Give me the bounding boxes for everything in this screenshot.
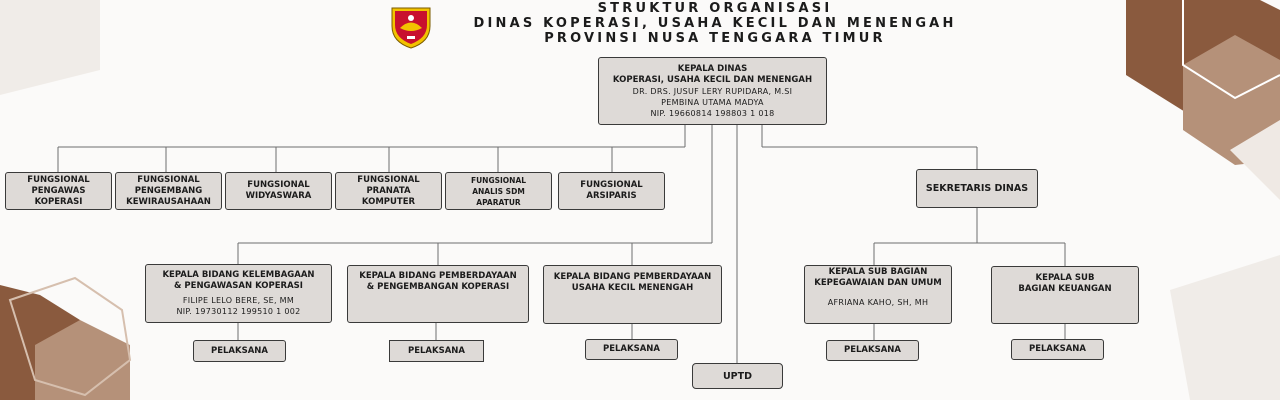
sekretaris-dinas-box: SEKRETARIS DINAS xyxy=(916,169,1038,208)
bidang-kelembagaan-box: KEPALA BIDANG KELEMBAGAAN & PENGAWASAN K… xyxy=(145,264,332,323)
fungsional-role: PENGEMBANG xyxy=(134,185,203,196)
pelaksana-label: PELAKSANA xyxy=(1028,344,1086,354)
bidang-title-line2: USAHA KECIL MENENGAH xyxy=(571,283,694,293)
fungsional-pranata-komputer-box: FUNGSIONAL PRANATA KOMPUTER xyxy=(335,172,442,210)
bidang-head-name: FILIPE LELO BERE, SE, MM xyxy=(182,296,295,305)
bidang-title-line2: & PENGAWASAN KOPERASI xyxy=(174,281,303,291)
province-crest-logo xyxy=(391,7,431,49)
bidang-title: KEPALA BIDANG PEMBERDAYAAN xyxy=(359,271,517,281)
bidang-title-line2: & PENGEMBANGAN KOPERASI xyxy=(366,282,510,292)
bidang-pemberdayaan-koperasi-box: KEPALA BIDANG PEMBERDAYAAN & PENGEMBANGA… xyxy=(347,265,529,323)
kepala-dinas-nip: NIP. 19660814 198803 1 018 xyxy=(650,108,775,118)
fungsional-role: WIDYASWARA xyxy=(245,191,312,201)
subbag-title: KEPALA SUB BAGIAN xyxy=(828,267,928,277)
subbag-kepegawaian-umum-box: KEPALA SUB BAGIAN KEPEGAWAIAN DAN UMUM A… xyxy=(804,265,952,324)
bidang-title: KEPALA BIDANG PEMBERDAYAAN xyxy=(553,272,712,282)
pelaksana-box: PELAKSANA xyxy=(193,340,286,362)
fungsional-role-line2: KEWIRAUSAHAAN xyxy=(126,196,211,207)
fungsional-label: FUNGSIONAL xyxy=(247,180,310,190)
fungsional-pengawas-koperasi-box: FUNGSIONAL PENGAWAS KOPERASI xyxy=(5,172,112,210)
pelaksana-label: PELAKSANA xyxy=(210,345,268,356)
fungsional-role: ARSIPARIS xyxy=(586,191,637,201)
fungsional-role: PRANATA KOMPUTER xyxy=(361,185,416,207)
fungsional-label: FUNGSIONAL xyxy=(27,174,90,185)
title-line-3: PROVINSI NUSA TENGGARA TIMUR xyxy=(544,31,886,46)
fungsional-label: FUNGSIONAL xyxy=(470,175,527,185)
kepala-dinas-title: KEPALA DINAS xyxy=(677,63,748,74)
kepala-dinas-rank: PEMBINA UTAMA MADYA xyxy=(661,97,764,107)
kepala-dinas-department: KOPERASI, USAHA KECIL DAN MENENGAH xyxy=(612,74,813,85)
fungsional-label: FUNGSIONAL xyxy=(357,174,420,185)
pelaksana-label: PELAKSANA xyxy=(602,344,660,354)
sekretaris-dinas-label: SEKRETARIS DINAS xyxy=(925,183,1029,194)
subbag-title-line2: KEPEGAWAIAN DAN UMUM xyxy=(814,278,942,288)
fungsional-widyaswara-box: FUNGSIONAL WIDYASWARA xyxy=(225,172,332,210)
fungsional-analis-sdm-aparatur-box: FUNGSIONAL ANALIS SDM APARATUR xyxy=(445,172,552,210)
subbag-title-line2: BAGIAN KEUANGAN xyxy=(1018,284,1112,294)
bidang-head-nip: NIP. 19730112 199510 1 002 xyxy=(176,307,301,316)
kepala-dinas-box: KEPALA DINAS KOPERASI, USAHA KECIL DAN M… xyxy=(598,57,827,125)
kepala-dinas-name: DR. DRS. JUSUF LERY RUPIDARA, M.SI xyxy=(632,86,793,96)
pelaksana-label: PELAKSANA xyxy=(407,345,465,356)
pelaksana-label: PELAKSANA xyxy=(843,345,901,355)
bidang-pemberdayaan-ukm-box: KEPALA BIDANG PEMBERDAYAAN USAHA KECIL M… xyxy=(543,265,722,324)
title-line-1: STRUKTUR ORGANISASI xyxy=(597,1,833,16)
fungsional-label: FUNGSIONAL xyxy=(137,174,200,185)
pelaksana-box: PELAKSANA xyxy=(1011,339,1104,360)
fungsional-role: ANALIS SDM APARATUR xyxy=(472,186,525,207)
subbag-title: KEPALA SUB xyxy=(1035,273,1095,283)
title-line-2: DINAS KOPERASI, USAHA KECIL DAN MENENGAH xyxy=(473,16,957,31)
pelaksana-box: PELAKSANA xyxy=(826,340,919,361)
fungsional-label: FUNGSIONAL xyxy=(580,180,643,190)
uptd-label: UPTD xyxy=(722,370,753,382)
fungsional-pengembang-kewirausahaan-box: FUNGSIONAL PENGEMBANG KEWIRAUSAHAAN xyxy=(115,172,222,210)
fungsional-arsiparis-box: FUNGSIONAL ARSIPARIS xyxy=(558,172,665,210)
pelaksana-box: PELAKSANA xyxy=(585,339,678,360)
pelaksana-box: PELAKSANA xyxy=(389,340,484,362)
bidang-title: KEPALA BIDANG KELEMBAGAAN xyxy=(162,270,315,280)
fungsional-role: PENGAWAS KOPERASI xyxy=(31,185,86,207)
subbag-head-name: AFRIANA KAHO, SH, MH xyxy=(827,298,929,307)
uptd-box: UPTD xyxy=(692,363,783,389)
subbag-keuangan-box: KEPALA SUB BAGIAN KEUANGAN xyxy=(991,266,1139,324)
